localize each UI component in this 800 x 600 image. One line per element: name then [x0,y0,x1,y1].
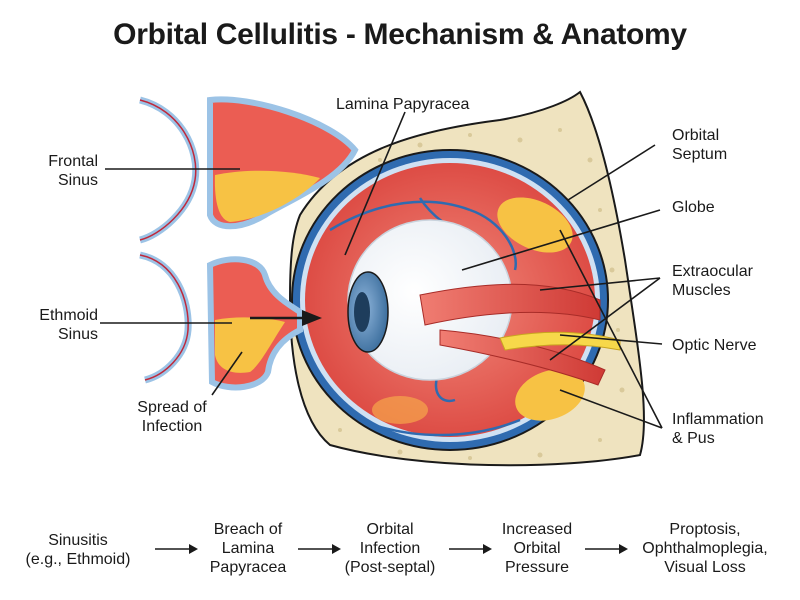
page-title: Orbital Cellulitis - Mechanism & Anatomy [113,18,687,51]
flow-arrow-3 [449,544,492,554]
flow-arrow-1 [155,544,198,554]
flow-arrow-4 [585,544,628,554]
frontal-sinus-outline-left [138,96,200,244]
label-ethmoid-sinus: Ethmoid Sinus [39,307,98,343]
label-frontal-sinus: Frontal Sinus [48,153,98,189]
label-lamina-papyracea: Lamina Papyracea [336,96,470,113]
flow-step-outcomes: Proptosis, Ophthalmoplegia, Visual Loss [642,521,768,576]
pus-pocket-upper [497,197,573,253]
label-inflammation-pus: Inflammation & Pus [672,411,764,447]
flow-step-orbital-infection: Orbital Infection (Post-septal) [344,521,436,576]
pus-pocket-lower [515,369,585,421]
label-optic-nerve: Optic Nerve [672,337,757,354]
extraocular-muscle-upper [419,283,601,326]
extraocular-muscle-lower [439,329,606,386]
leader-lines [100,111,663,429]
label-orbital-septum: Orbital Septum [672,127,728,163]
flow-step-breach: Breach of Lamina Papyracea [209,521,287,576]
flow-step-increased-pressure: Increased Orbital Pressure [501,521,573,576]
bone-texture [338,128,625,460]
ethmoid-sinus-outline-left [139,251,192,384]
label-extraocular-muscles: Extraocular Muscles [672,263,753,299]
label-spread-of-infection: Spread of Infection [137,399,207,435]
flow-step-sinusitis: Sinusitis (e.g., Ethmoid) [25,532,131,568]
label-globe: Globe [672,199,715,216]
mechanism-flow: Sinusitis (e.g., Ethmoid) Breach of Lami… [0,520,800,590]
flow-arrow-2 [298,544,341,554]
